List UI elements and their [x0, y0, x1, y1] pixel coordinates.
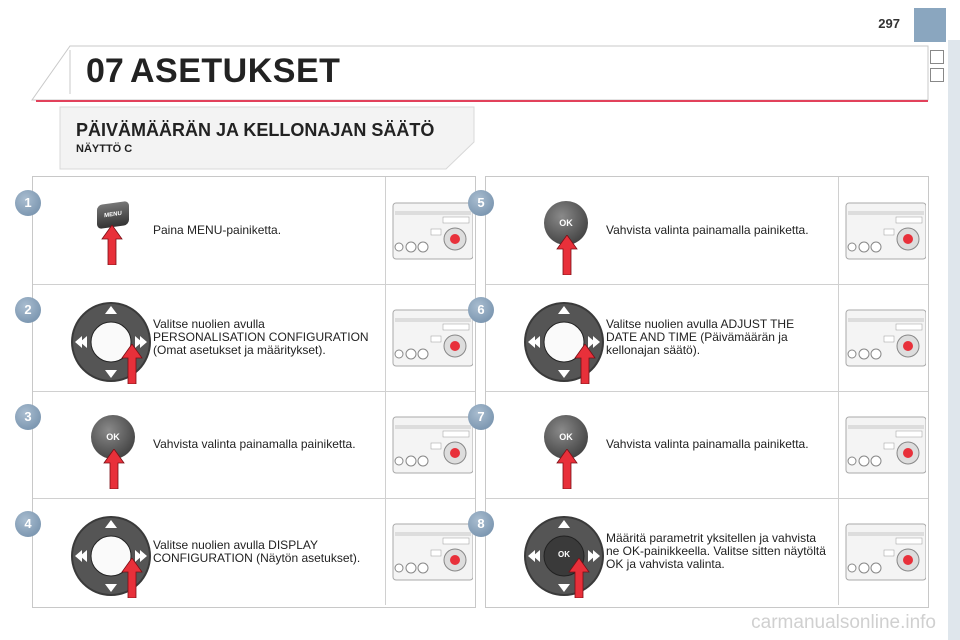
- press-arrow-icon: [121, 558, 143, 598]
- step-number-badge: 8: [468, 511, 494, 537]
- control-illustration: [63, 298, 153, 384]
- control-illustration: MENU: [63, 191, 153, 275]
- step-text: Paina MENU-painiketta.: [153, 223, 282, 237]
- side-checkbox-2: [930, 68, 944, 82]
- press-arrow-icon: [568, 558, 590, 598]
- press-arrow-icon: [556, 449, 578, 489]
- row-divider: [385, 284, 386, 391]
- row-divider: [385, 391, 386, 498]
- row-divider: [385, 498, 386, 605]
- press-arrow-icon: [101, 225, 123, 265]
- chapter-number: 07: [86, 52, 124, 90]
- corner-tab: [914, 8, 946, 42]
- control-illustration: OK: [63, 405, 153, 489]
- row-divider: [838, 284, 839, 391]
- step-number-badge: 3: [15, 404, 41, 430]
- step-number-badge: 7: [468, 404, 494, 430]
- control-illustration: [516, 298, 606, 384]
- side-checkbox-1: [930, 50, 944, 64]
- section-header-shape: [59, 106, 475, 170]
- step-text: Vahvista valinta painamalla painiketta.: [606, 223, 809, 237]
- step-text: Valitse nuolien avulla PERSONALISATION C…: [153, 317, 369, 357]
- radio-unit-7-icon: [845, 416, 927, 474]
- radio-unit-illustration: [844, 510, 927, 592]
- radio-unit-illustration: [844, 296, 927, 378]
- step-text: Valitse nuolien avulla ADJUST THE DATE A…: [606, 317, 795, 357]
- radio-unit-illustration: [391, 296, 474, 378]
- radio-unit-3-icon: [392, 416, 474, 474]
- step-number-badge: 6: [468, 297, 494, 323]
- radio-unit-illustration: [391, 510, 474, 592]
- row-divider: [838, 391, 839, 498]
- step-text: Vahvista valinta painamalla painiketta.: [606, 437, 809, 451]
- row-divider: [838, 177, 839, 284]
- radio-unit-illustration: [844, 189, 927, 271]
- side-strip: [948, 40, 960, 640]
- press-arrow-icon: [574, 344, 596, 384]
- footer-watermark: carmanualsonline.info: [751, 612, 936, 633]
- radio-unit-1-icon: [392, 202, 474, 260]
- chapter-header-shape: [31, 45, 929, 102]
- step-number-badge: 2: [15, 297, 41, 323]
- section-title: PÄIVÄMÄÄRÄN JA KELLONAJAN SÄÄTÖ: [76, 120, 435, 140]
- control-illustration: OK: [516, 405, 606, 489]
- section-subtitle: NÄYTTÖ C: [76, 143, 133, 155]
- chapter-header: 07 ASETUKSET: [30, 44, 930, 104]
- radio-unit-2-icon: [392, 309, 474, 367]
- radio-unit-4-icon: [392, 523, 474, 581]
- radio-unit-5-icon: [845, 202, 927, 260]
- page-number: 297: [878, 16, 900, 31]
- press-arrow-icon: [121, 344, 143, 384]
- radio-unit-illustration: [391, 403, 474, 485]
- step-number-badge: 4: [15, 511, 41, 537]
- press-arrow-icon: [103, 449, 125, 489]
- step-number-badge: 5: [468, 190, 494, 216]
- row-divider: [385, 177, 386, 284]
- radio-unit-8-icon: [845, 523, 927, 581]
- control-illustration: OK: [516, 191, 606, 275]
- step-number-badge: 1: [15, 190, 41, 216]
- control-illustration: [63, 512, 153, 598]
- row-divider: [838, 498, 839, 605]
- radio-unit-illustration: [844, 403, 927, 485]
- press-arrow-icon: [556, 235, 578, 275]
- radio-unit-6-icon: [845, 309, 927, 367]
- step-text: Valitse nuolien avulla DISPLAY CONFIGURA…: [153, 537, 361, 565]
- chapter-title: ASETUKSET: [130, 52, 341, 90]
- step-text: Määritä parametrit yksitellen ja vahvist…: [606, 531, 826, 571]
- pad-ok-label: OK: [558, 550, 570, 559]
- radio-unit-illustration: [391, 189, 474, 271]
- control-illustration: OK: [516, 512, 606, 598]
- step-text: Vahvista valinta painamalla painiketta.: [153, 437, 356, 451]
